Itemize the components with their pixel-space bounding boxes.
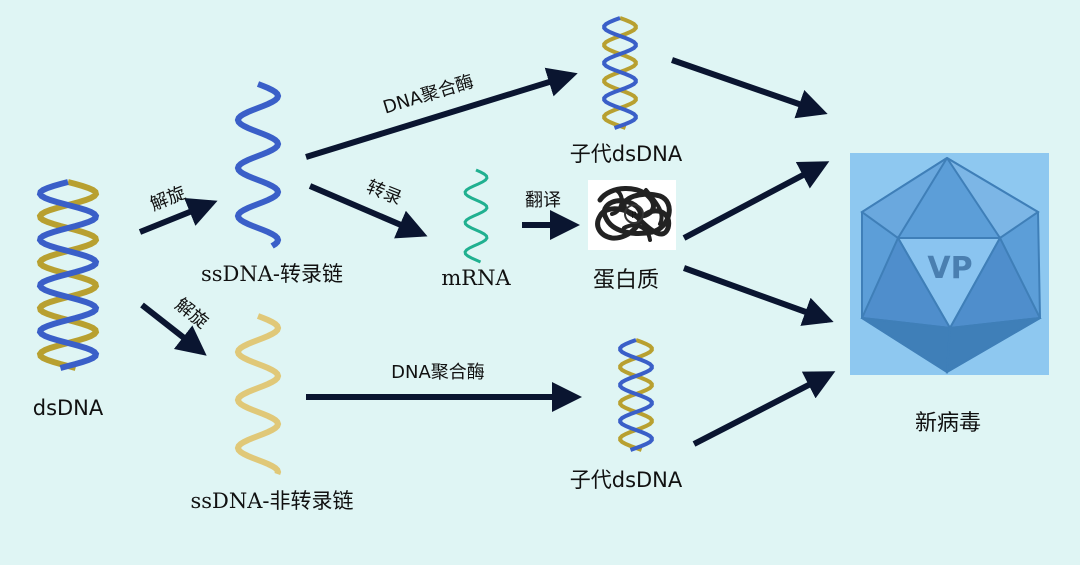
label-dsdna: dsDNA <box>33 396 104 420</box>
mrna-strand <box>463 168 489 264</box>
label-protein: 蛋白质 <box>593 268 659 293</box>
arrow-unwind-top <box>138 198 218 235</box>
arrow-unwind-bottom <box>140 302 207 356</box>
label-progeny-dsdna-top: 子代dsDNA <box>570 142 683 166</box>
arrow-transcription <box>308 183 428 239</box>
capsid-text: VP <box>927 251 972 286</box>
edge-label-unwind-top: 解旋 <box>147 182 188 215</box>
arrow-protein-to-virus-1 <box>682 161 830 241</box>
arrow-polymerase-top <box>305 67 578 160</box>
protein-icon: P <box>588 180 676 250</box>
label-ssdna-nontemplate: ssDNA-非转录链 <box>190 489 353 513</box>
ssdna-template-helix <box>234 81 282 249</box>
arrow-progeny-top-to-virus <box>671 57 828 119</box>
label-progeny-dsdna-bottom: 子代dsDNA <box>570 468 683 492</box>
svg-text:P: P <box>631 211 637 221</box>
edge-label-polymerase-bottom: DNA聚合酶 <box>391 362 485 383</box>
label-ssdna-template: ssDNA-转录链 <box>201 262 343 286</box>
ssdna-nontemplate-helix <box>234 313 282 475</box>
dsdna-helix <box>36 179 100 371</box>
edge-label-transcription: 转录 <box>363 176 404 209</box>
progeny-dsdna-top-helix <box>602 16 638 130</box>
edge-label-unwind-bottom: 解旋 <box>171 294 212 333</box>
label-mrna: mRNA <box>441 266 511 290</box>
progeny-dsdna-bottom-helix <box>618 338 654 452</box>
arrow-progeny-bottom-to-virus <box>692 371 836 447</box>
label-new-virus: 新病毒 <box>915 411 981 436</box>
edge-label-translation: 翻译 <box>525 190 561 211</box>
arrow-protein-to-virus-2 <box>682 265 834 326</box>
virus-capsid: VP <box>850 153 1049 375</box>
